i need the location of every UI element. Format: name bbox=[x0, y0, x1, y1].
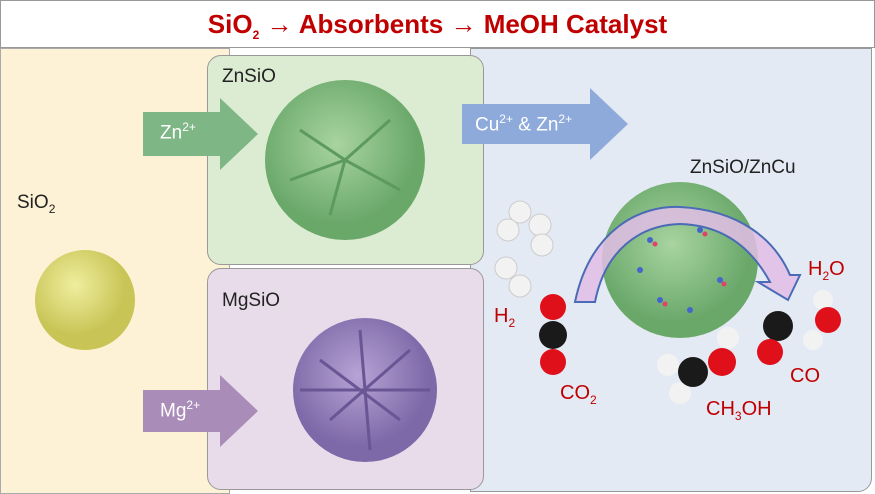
t: Zn bbox=[536, 114, 559, 136]
t-sub: 2 bbox=[822, 269, 830, 283]
t: O bbox=[829, 258, 845, 280]
t-sup: 2+ bbox=[182, 120, 196, 134]
zn-arrow-label: Zn2+ bbox=[160, 120, 196, 144]
cuzn-arrow bbox=[462, 88, 628, 160]
mg-arrow bbox=[143, 375, 258, 447]
t: Mg bbox=[160, 400, 187, 422]
co2-label: CO2 bbox=[560, 382, 597, 407]
mg-arrow-label: Mg2+ bbox=[160, 398, 200, 422]
znsio-label: ZnSiO bbox=[222, 66, 276, 87]
t-sup: 2+ bbox=[186, 398, 201, 412]
t: OH bbox=[741, 398, 772, 420]
label-sub: 2 bbox=[48, 201, 56, 216]
t: H bbox=[494, 305, 509, 327]
mgsio-label: MgSiO bbox=[222, 290, 281, 311]
co-label: CO bbox=[790, 365, 820, 387]
h2o-label: H2O bbox=[808, 258, 845, 283]
sio2-sphere bbox=[35, 250, 135, 350]
t-sup: 2+ bbox=[558, 112, 573, 126]
h2o-molecule bbox=[803, 290, 841, 350]
co-molecule bbox=[757, 311, 793, 365]
title-absorbents: Absorbents bbox=[298, 9, 444, 39]
t: CH bbox=[706, 398, 735, 420]
t: Cu bbox=[475, 114, 500, 136]
t: & bbox=[512, 114, 537, 136]
title-sio2: SiO bbox=[207, 9, 253, 39]
title-bar: SiO2 → Absorbents → MeOH Catalyst bbox=[0, 0, 875, 48]
title-catalyst: MeOH Catalyst bbox=[483, 9, 668, 39]
t-sup: 2+ bbox=[499, 112, 513, 126]
t: Zn bbox=[160, 122, 183, 144]
co2-molecule bbox=[539, 294, 567, 375]
title-sub: 2 bbox=[252, 28, 260, 43]
title-arrow: → bbox=[443, 9, 484, 39]
t-sub: 3 bbox=[734, 409, 742, 423]
t: CO bbox=[560, 382, 590, 404]
zn-arrow bbox=[143, 98, 258, 170]
ch3oh-label: CH3OH bbox=[706, 398, 772, 423]
label-text: SiO bbox=[17, 192, 49, 213]
sio2-label: SiO2 bbox=[17, 192, 55, 216]
reaction-arrow bbox=[573, 205, 802, 303]
t: H bbox=[808, 258, 823, 280]
t-sub: 2 bbox=[590, 393, 597, 407]
cuzn-arrow-label: Cu2+ & Zn2+ bbox=[475, 112, 572, 136]
t-sub: 2 bbox=[508, 316, 516, 330]
hydrogen-molecules bbox=[494, 200, 554, 298]
catalyst-particle bbox=[602, 182, 758, 338]
catalyst-label: ZnSiO/ZnCu bbox=[690, 157, 796, 178]
title-arrow: → bbox=[259, 9, 299, 39]
h2-label: H2 bbox=[494, 305, 515, 330]
ch3oh-molecule bbox=[657, 327, 739, 404]
